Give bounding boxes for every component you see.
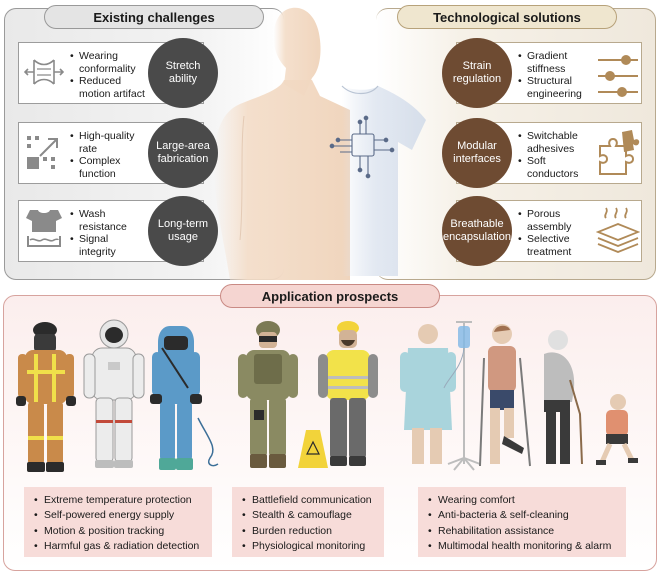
bullet-complex-2: function xyxy=(79,167,116,180)
prospects-title: Application prospects xyxy=(220,284,440,308)
bullet-signal-2: integrity xyxy=(79,245,116,258)
bullet-selective-1: Selective xyxy=(527,233,570,246)
challenges-title: Existing challenges xyxy=(44,5,264,29)
puzzle-icon xyxy=(599,130,640,175)
solutions-title: Technological solutions xyxy=(397,5,617,29)
bullet-wash-1: Wash xyxy=(79,208,106,220)
circle-label-usage: usage xyxy=(168,231,198,243)
bullet-complex-1: Complex xyxy=(79,155,121,168)
bullet-high-quality-1: High-quality xyxy=(79,130,135,142)
circle-label-encapsulation: encapsulation xyxy=(443,231,511,243)
prospect-item-physiological: Physiological monitoring xyxy=(242,539,374,555)
circle-label-strain: Strain xyxy=(462,60,492,72)
circle-label-long-term: Long-term xyxy=(157,218,209,230)
bullet-wash-2: resistance xyxy=(79,220,127,233)
bullet-switchable-1: Switchable xyxy=(527,130,578,142)
circle-label-modular: Modular xyxy=(457,140,497,152)
bullet-selective-2: treatment xyxy=(527,245,572,258)
healthcare-illustration xyxy=(400,321,638,471)
human-torso-illustration xyxy=(213,7,426,280)
bullet-soft-2: conductors xyxy=(527,167,579,180)
bullet-porous-1: Porous xyxy=(527,208,561,220)
stretch-icon xyxy=(24,59,64,85)
bullet-reduced-motion-1: Reduced xyxy=(79,75,122,88)
prospect-item-burden: Burden reduction xyxy=(242,524,374,540)
bullet-gradient-2: stiffness xyxy=(527,62,566,75)
bullet-structural-1: Structural xyxy=(527,75,572,88)
bullet-soft-1: Soft xyxy=(527,155,546,168)
bullet-wearing-conformality-2: conformality xyxy=(79,62,136,75)
bullet-structural-2: engineering xyxy=(527,87,582,100)
circle-label-large-area: Large-area xyxy=(156,140,210,152)
extreme-environment-suits-illustration xyxy=(16,319,219,472)
bullet-high-quality-2: rate xyxy=(79,142,98,155)
layers-icon xyxy=(596,207,640,253)
prospect-item-rehabilitation: Rehabilitation assistance xyxy=(428,524,616,540)
circle-label-interfaces: interfaces xyxy=(453,153,501,165)
circle-label-regulation: regulation xyxy=(452,73,502,85)
circle-label-fabrication: fabrication xyxy=(157,153,209,165)
prospect-item-stealth: Stealth & camouflage xyxy=(242,508,374,524)
circle-label-breathable: Breathable xyxy=(450,218,504,230)
prospects-list-healthcare: Wearing comfort Anti-bacteria & self-cle… xyxy=(418,487,626,557)
wash-icon xyxy=(26,210,62,247)
prospect-item-anti-bacteria: Anti-bacteria & self-cleaning xyxy=(428,508,616,524)
prospects-list-military: Battlefield communication Stealth & camo… xyxy=(232,487,384,557)
circle-label-stretch: Stretch xyxy=(165,60,201,72)
prospect-item-battlefield: Battlefield communication xyxy=(242,493,374,509)
bullet-signal-1: Signal xyxy=(79,233,109,246)
bullet-switchable-2: adhesives xyxy=(527,142,575,155)
military-industrial-illustration xyxy=(238,321,378,468)
prospect-item-comfort: Wearing comfort xyxy=(428,493,616,509)
prospect-item-extreme-temperature: Extreme temperature protection xyxy=(34,493,202,509)
prospect-item-gas-detection: Harmful gas & radiation detection xyxy=(34,539,202,555)
prospects-list-extreme: Extreme temperature protection Self-powe… xyxy=(24,487,212,557)
prospect-item-motion-tracking: Motion & position tracking xyxy=(34,524,202,540)
circle-label-ability: ability xyxy=(168,73,198,85)
prospect-item-self-powered: Self-powered energy supply xyxy=(34,508,202,524)
bullet-gradient-1: Gradient xyxy=(527,50,568,62)
prospect-item-health-monitoring: Multimodal health monitoring & alarm xyxy=(428,539,616,555)
bullet-porous-2: assembly xyxy=(527,220,572,233)
slider-icon xyxy=(598,55,638,97)
bullet-reduced-motion-2: motion artifact xyxy=(79,87,145,100)
scale-up-icon xyxy=(27,136,58,169)
bullet-wearing-conformality-1: Wearing xyxy=(79,50,118,62)
